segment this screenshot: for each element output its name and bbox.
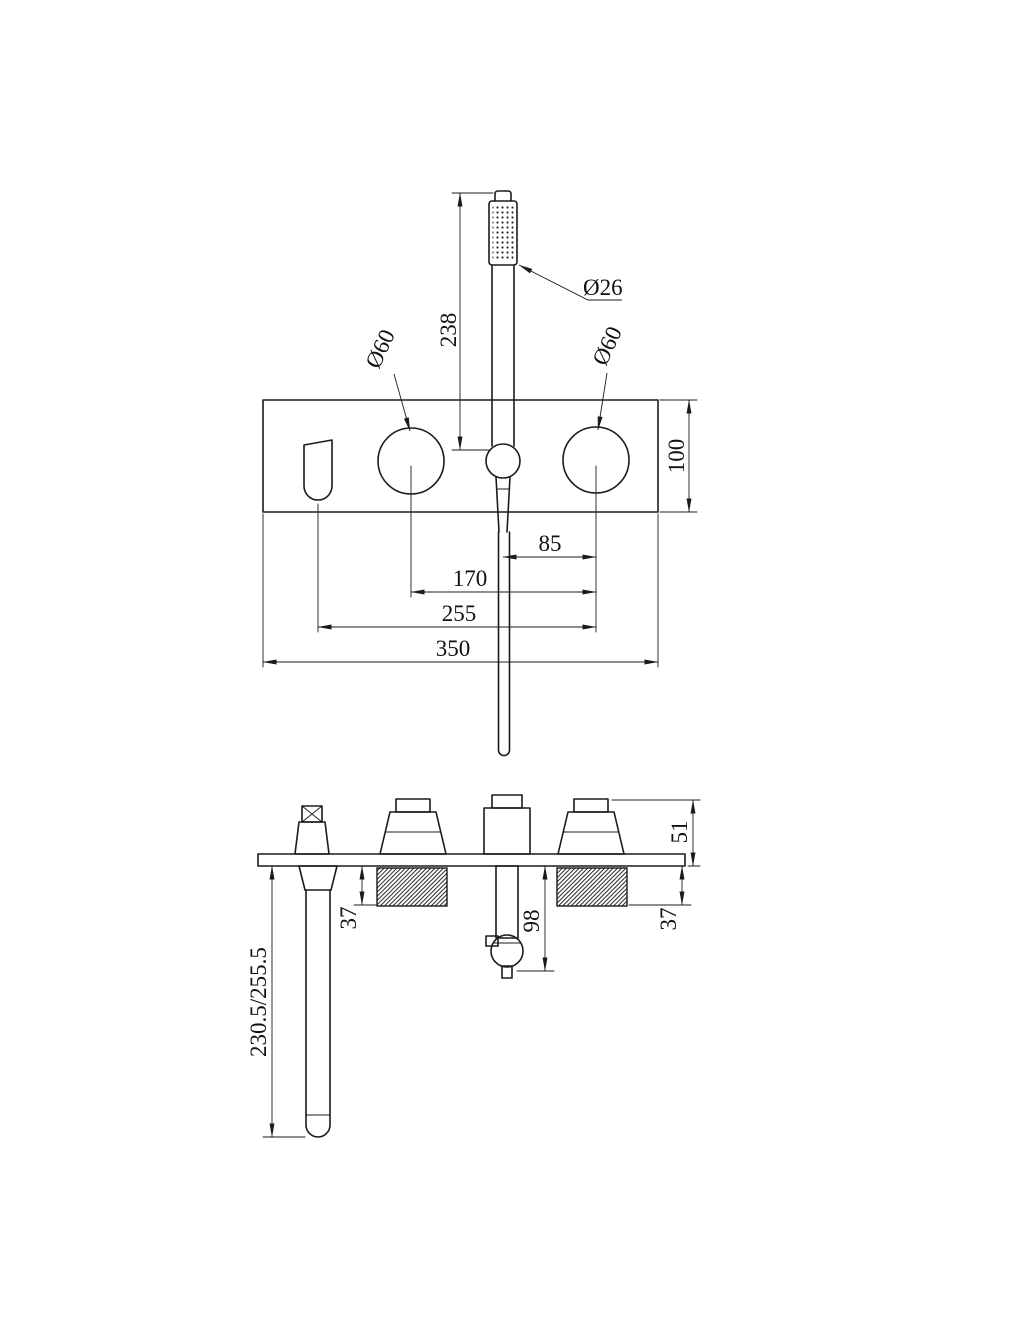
side-view: 51 37 98 37 [246, 794, 701, 1138]
dim-spout-to-knob: 255 [317, 601, 597, 630]
dim-knob-to-knob: 170 [410, 566, 597, 595]
spout-connection-body [294, 805, 330, 855]
dim-230-label: 230.5/255.5 [246, 947, 271, 1057]
valve-body-center [483, 794, 531, 855]
dim-cartridge-depth-left: 37 [336, 865, 377, 930]
dim-handset-height: 238 [436, 192, 494, 451]
dim-51-label: 51 [667, 821, 692, 844]
dim-37-left-label: 37 [336, 907, 361, 930]
handset-holder [485, 443, 521, 479]
cartridge-right [556, 867, 628, 907]
dia-60-left-label: Ø60 [361, 326, 400, 372]
hose [497, 531, 511, 757]
handset [488, 190, 518, 533]
cartridge-left [376, 867, 448, 907]
dim-body-depth: 51 [611, 799, 701, 867]
valve-body-left [379, 798, 447, 855]
dia-60-right-label: Ø60 [588, 323, 627, 369]
dim-238-label: 238 [436, 313, 461, 348]
dim-knob-right-dia: Ø60 [588, 323, 627, 431]
handset-spray-face [492, 206, 514, 260]
spout-slot [303, 439, 333, 501]
dim-knob-left-dia: Ø60 [361, 326, 411, 432]
dia-26-label: Ø26 [583, 275, 623, 300]
dim-center-to-knob: 85 [502, 531, 597, 560]
handset-bracket-side [485, 865, 524, 979]
dim-350-label: 350 [436, 636, 471, 661]
dim-plate-width: 350 [262, 636, 659, 665]
spout-side [298, 865, 338, 1138]
dim-handset-depth: 98 [516, 865, 555, 972]
dim-255-label: 255 [442, 601, 477, 626]
valve-body-right [557, 798, 625, 855]
dim-37-right-label: 37 [656, 908, 681, 931]
dim-170-label: 170 [453, 566, 488, 591]
backplate-front [262, 399, 659, 513]
dim-plate-height: 100 [659, 399, 698, 513]
dim-handset-dia: Ø26 [518, 264, 623, 301]
dim-98-label: 98 [519, 910, 544, 933]
backplate-side [257, 853, 686, 867]
dim-cartridge-depth-right: 37 [628, 865, 692, 931]
front-view: 238 Ø26 Ø60 Ø60 100 [262, 190, 698, 757]
dim-85-label: 85 [539, 531, 562, 556]
dim-100-label: 100 [664, 439, 689, 474]
dim-spout-length: 230.5/255.5 [246, 865, 306, 1138]
